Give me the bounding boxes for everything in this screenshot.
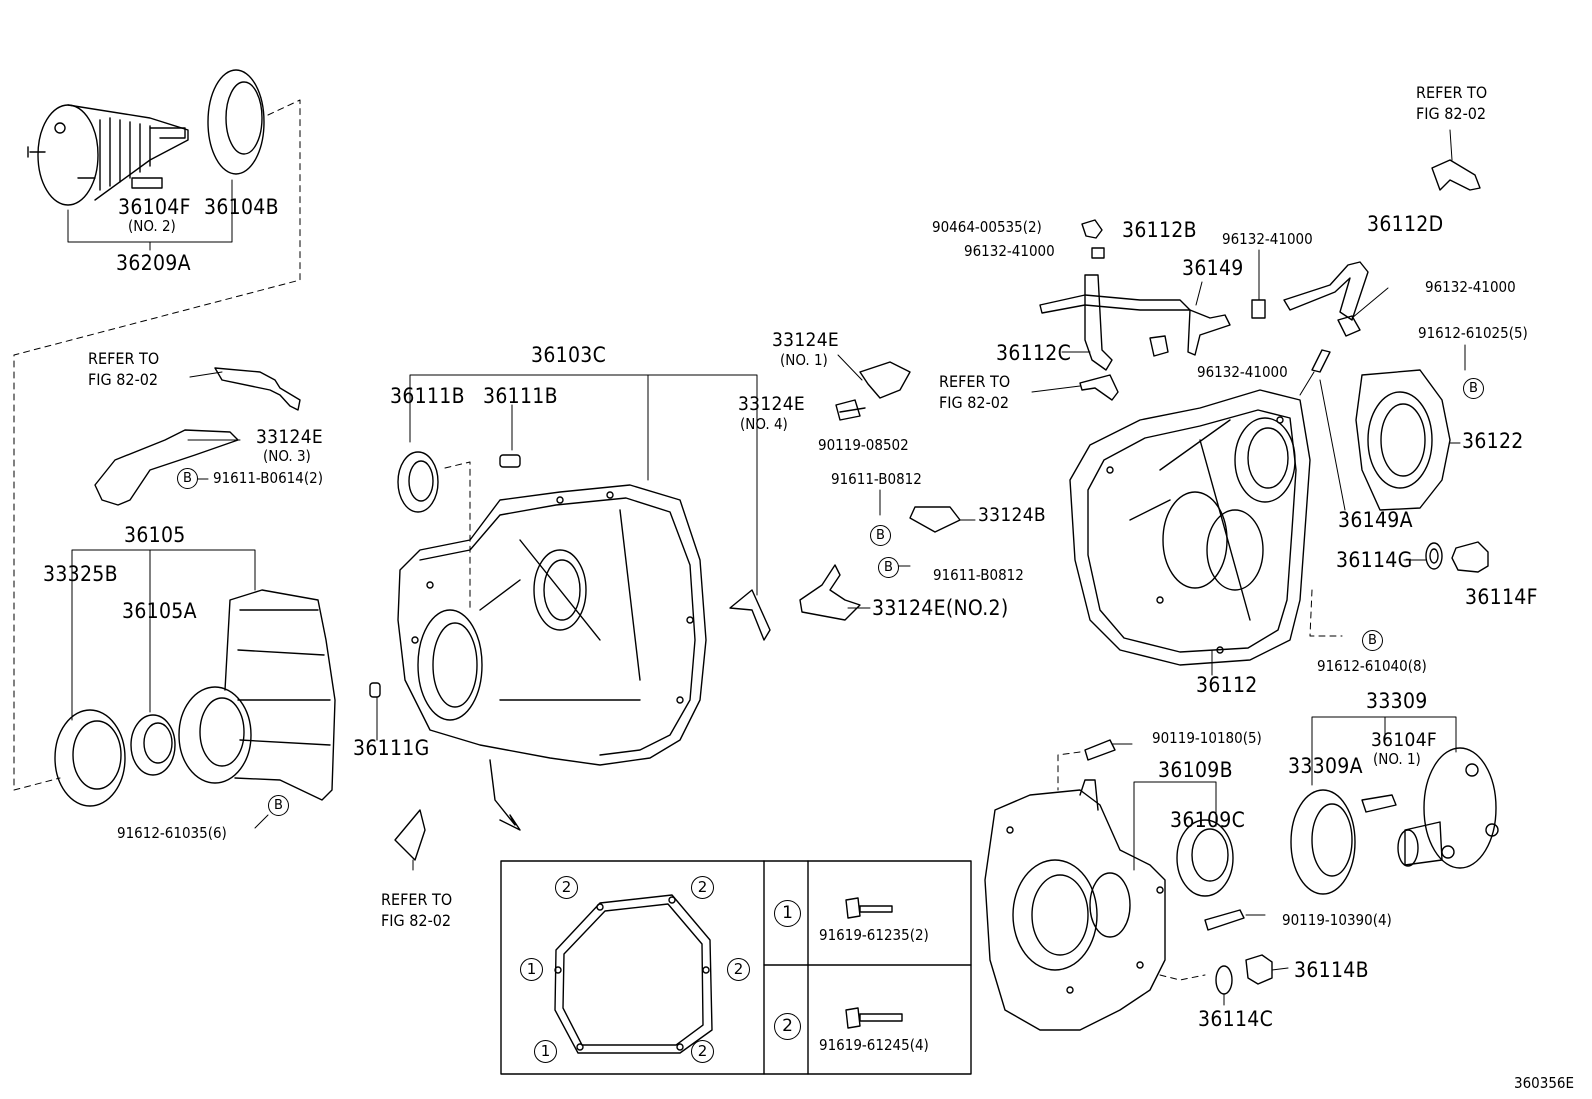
part-number-96132-41000: 96132-41000 bbox=[1197, 363, 1288, 381]
part-number-36104F-no1: 36104F bbox=[1371, 729, 1437, 751]
callout-2: 2 bbox=[691, 1040, 714, 1063]
part-note-no2: (NO. 2) bbox=[128, 217, 176, 235]
callout-b: B bbox=[268, 795, 289, 816]
part-number-91611-B0812: 91611-B0812 bbox=[831, 470, 922, 488]
gasket-legend-box bbox=[500, 860, 972, 1075]
part-number-36109B: 36109B bbox=[1158, 758, 1233, 782]
part-number-36149: 36149 bbox=[1182, 256, 1244, 280]
part-number-36111B: 36111B bbox=[483, 384, 558, 408]
part-number-91612-61035: 91612-61035(6) bbox=[117, 824, 227, 842]
part-note-no4: (NO. 4) bbox=[740, 415, 788, 433]
callout-b: B bbox=[177, 468, 198, 489]
part-number-36114B: 36114B bbox=[1294, 958, 1369, 982]
refer-note-bottom: REFER TO FIG 82-02 bbox=[381, 890, 453, 930]
part-number-96132-41000: 96132-41000 bbox=[1222, 230, 1313, 248]
part-number-36109C: 36109C bbox=[1170, 808, 1246, 832]
refer-note-right: REFER TO FIG 82-02 bbox=[939, 372, 1011, 412]
callout-b: B bbox=[1362, 630, 1383, 651]
callout-2: 2 bbox=[555, 876, 578, 899]
part-number-36114F: 36114F bbox=[1465, 585, 1538, 609]
figure-code: 360356E bbox=[1514, 1074, 1575, 1092]
rear-case-36112 bbox=[1069, 389, 1311, 666]
bushing-36105A bbox=[130, 714, 176, 776]
part-number-36112C: 36112C bbox=[996, 341, 1072, 365]
part-number-91619-61235: 91619-61235(2) bbox=[819, 926, 929, 944]
part-number-90464-00535: 90464-00535(2) bbox=[932, 218, 1042, 236]
legend-callout-1: 1 bbox=[774, 900, 801, 927]
part-number-91611-B0812: 91611-B0812 bbox=[933, 566, 1024, 584]
oil-seal-33325B bbox=[54, 709, 126, 807]
refer-note-left: REFER TO FIG 82-02 bbox=[88, 349, 160, 389]
part-number-36149A: 36149A bbox=[1338, 508, 1413, 532]
part-number-33124E-no1: 33124E bbox=[772, 329, 839, 351]
part-number-36103C: 36103C bbox=[531, 343, 607, 367]
oil-seal-36104B bbox=[207, 69, 265, 175]
callout-b: B bbox=[1463, 378, 1484, 399]
part-number-91612-61040: 91612-61040(8) bbox=[1317, 657, 1427, 675]
part-number-36104B: 36104B bbox=[204, 195, 279, 219]
part-number-96132-41000: 96132-41000 bbox=[964, 242, 1055, 260]
part-number-36105: 36105 bbox=[124, 523, 186, 547]
callout-b: B bbox=[878, 557, 899, 578]
part-number-36111G: 36111G bbox=[353, 736, 430, 760]
part-number-91619-61245: 91619-61245(4) bbox=[819, 1036, 929, 1054]
part-number-33124E-no4: 33124E bbox=[738, 393, 805, 415]
callout-1: 1 bbox=[534, 1040, 557, 1063]
callout-2: 2 bbox=[691, 876, 714, 899]
part-number-90119-08502: 90119-08502 bbox=[818, 436, 909, 454]
part-number-36209A: 36209A bbox=[116, 251, 191, 275]
part-number-36114C: 36114C bbox=[1198, 1007, 1274, 1031]
part-number-33124B: 33124B bbox=[978, 504, 1046, 526]
output-shaft-36209A bbox=[27, 104, 189, 206]
oil-seal-36109C bbox=[1176, 819, 1234, 897]
part-number-36112B: 36112B bbox=[1122, 218, 1197, 242]
extension-housing-36105 bbox=[178, 589, 336, 801]
part-note-no3: (NO. 3) bbox=[263, 447, 311, 465]
part-number-36104F: 36104F bbox=[118, 195, 191, 219]
part-number-36122: 36122 bbox=[1462, 429, 1524, 453]
callout-1: 1 bbox=[520, 958, 543, 981]
part-number-96132-41000: 96132-41000 bbox=[1425, 278, 1516, 296]
oil-seal-33309A bbox=[1290, 789, 1356, 895]
part-number-33325B: 33325B bbox=[43, 562, 118, 586]
transfer-case-36103C bbox=[397, 484, 707, 766]
callout-b: B bbox=[870, 525, 891, 546]
part-number-90119-10390: 90119-10390(4) bbox=[1282, 911, 1392, 929]
part-note-no1: (NO. 1) bbox=[780, 351, 828, 369]
callout-2: 2 bbox=[727, 958, 750, 981]
part-number-91611-B0614: 91611-B0614(2) bbox=[213, 469, 323, 487]
part-number-36114G: 36114G bbox=[1336, 548, 1413, 572]
legend-callout-2: 2 bbox=[774, 1013, 801, 1040]
part-number-36112: 36112 bbox=[1196, 673, 1258, 697]
part-number-33309A: 33309A bbox=[1288, 754, 1363, 778]
part-number-91612-61025: 91612-61025(5) bbox=[1418, 324, 1528, 342]
front-housing bbox=[984, 779, 1166, 1031]
part-number-36111B: 36111B bbox=[390, 384, 465, 408]
part-number-36105A: 36105A bbox=[122, 599, 197, 623]
cover-36122 bbox=[1355, 369, 1451, 511]
part-number-33124E-no3: 33124E bbox=[256, 426, 323, 448]
refer-note-top-right: REFER TO FIG 82-02 bbox=[1416, 83, 1488, 123]
part-number-33124E-no2: 33124E(NO.2) bbox=[872, 596, 1009, 620]
companion-flange bbox=[1397, 747, 1499, 869]
part-number-90119-10180: 90119-10180(5) bbox=[1152, 729, 1262, 747]
part-number-36112D: 36112D bbox=[1367, 212, 1444, 236]
part-note-no1: (NO. 1) bbox=[1373, 750, 1421, 768]
part-number-33309: 33309 bbox=[1366, 689, 1428, 713]
